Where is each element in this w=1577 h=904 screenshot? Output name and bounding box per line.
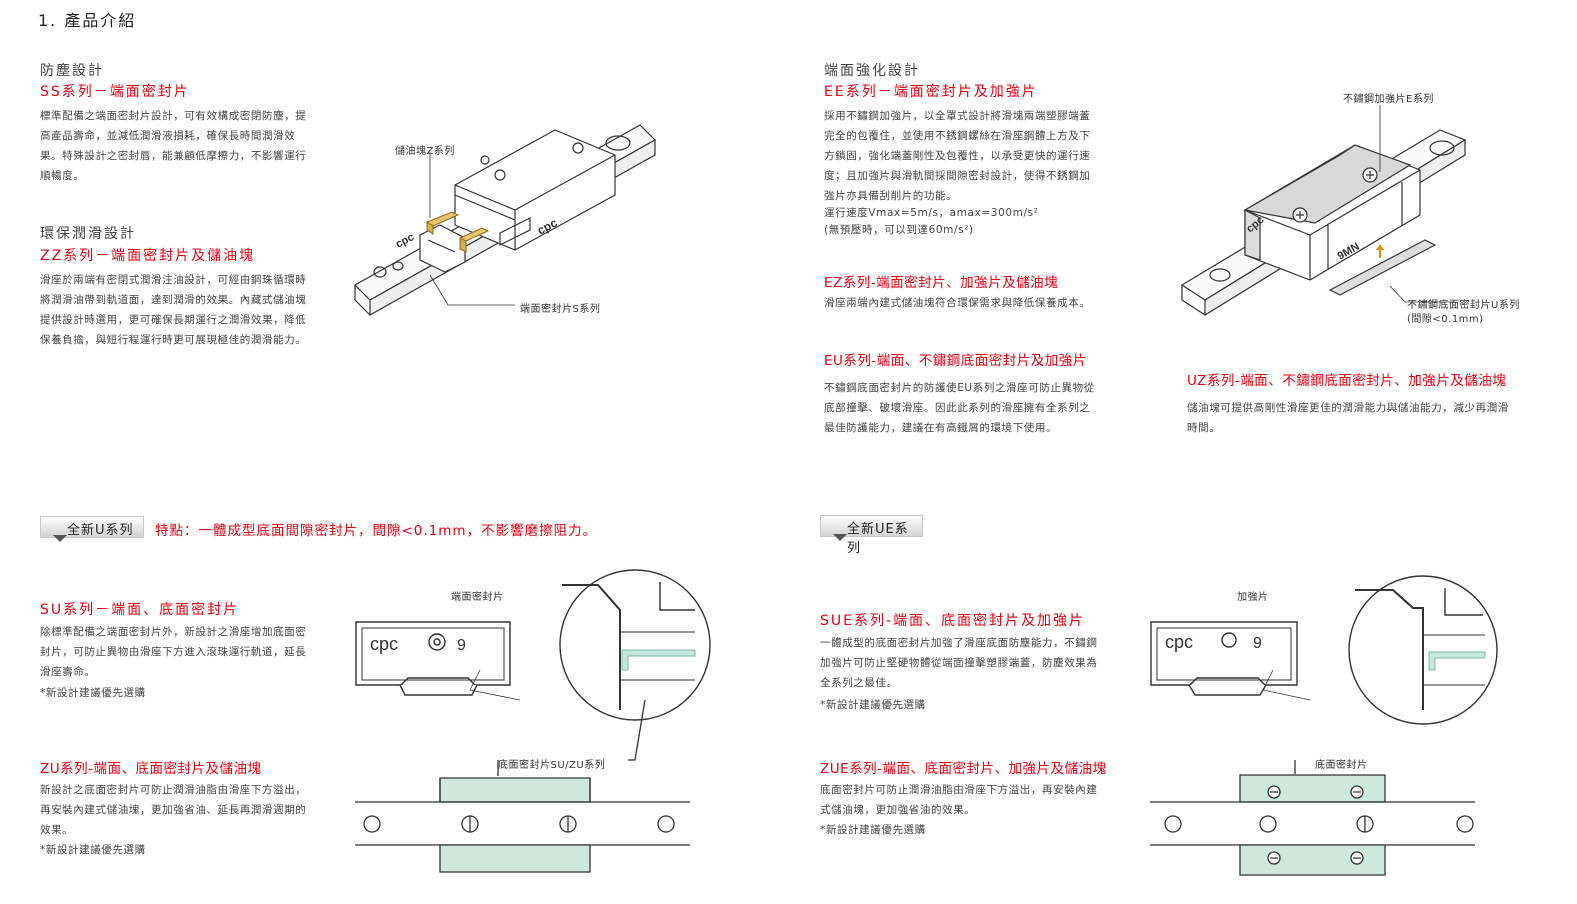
text-ss-description: 標準配備之端面密封片設計，可有效構成密閉防塵，提高產品壽命，並減低潤滑液損耗，確… <box>40 110 307 182</box>
sue-logo-text: cpc <box>1165 632 1193 652</box>
heading-ss-series: SS系列－端面密封片 <box>40 84 190 100</box>
ss-logo-text: cpc <box>394 231 416 251</box>
caption-bottom-seal-u: 不鏽鋼底面密封片U系列 <box>1407 300 1520 311</box>
page-title: 1. 產品介紹 <box>38 11 137 30</box>
sue-zue-diagram: cpc 9 <box>1150 575 1498 876</box>
heading-ee-series: EE系列－端面密封片及加強片 <box>824 84 1038 100</box>
note-su: *新設計建議優先選購 <box>40 687 146 699</box>
caption-plate: 加強片 <box>1237 592 1269 603</box>
heading-zue-series: ZUE系列-端面、底面密封片、加強片及儲油塊 <box>820 761 1107 777</box>
heading-ez-series: EZ系列-端面密封片、加強片及儲油塊 <box>824 275 1059 291</box>
note-sue: *新設計建議優先選購 <box>820 699 926 711</box>
badge-new-ue-series: 全新UE系列 <box>820 515 923 556</box>
su-logo-text: cpc <box>370 634 398 654</box>
caption-end-seal-s: 端面密封片S系列 <box>520 304 601 315</box>
caption-gap: (間隙<0.1mm) <box>1407 314 1484 325</box>
heading-su-series: SU系列－端面、底面密封片 <box>40 602 240 618</box>
ee-block-illustration: cpc 9MN <box>1180 105 1467 317</box>
text-eu-description: 不鏽鋼底面密封片的防護使EU系列之滑座可防止異物從底部撞擊、破壞滑座。因此此系列… <box>824 382 1095 434</box>
text-ez-description: 滑座兩端內建式儲油塊符合環保需求與降低保養成本。 <box>824 297 1091 309</box>
text-ee-description: 採用不鏽鋼加強片，以全罩式設計將滑塊兩端塑膠端蓋完全的包覆住，並使用不銹鋼螺絲在… <box>824 110 1091 202</box>
text-uz-description: 儲油塊可提供高剛性滑座更佳的潤滑能力與儲油能力，減少再潤滑時間。 <box>1187 402 1509 434</box>
note-zu: *新設計建議優先選購 <box>40 844 146 856</box>
heading-uz-series: UZ系列-端面、不鏽鋼底面密封片、加強片及儲油塊 <box>1187 373 1507 389</box>
text-zue-description: 底面密封片可防止潤滑油脂由滑座下方溢出，再安裝內建式儲油塊，更加強省油的效果。 <box>820 784 1098 816</box>
su-zu-diagram: cpc 9 <box>355 569 711 873</box>
caption-oil-block-z: 儲油塊Z系列 <box>395 146 455 157</box>
caption-end-seal: 端面密封片 <box>451 592 504 603</box>
text-speed-note: (無預壓時，可以到達60m/s²) <box>824 224 974 236</box>
heading-zz-series: ZZ系列－端面密封片及儲油塊 <box>40 248 256 264</box>
feature-u-series: 特點：一體成型底面間隙密封片，間隙<0.1mm，不影響磨擦阻力。 <box>155 523 598 539</box>
text-su-description: 除標準配備之端面密封片外，新設計之滑座增加底面密封片，可防止異物由滑座下方進入滾… <box>40 626 307 678</box>
ss-zz-block-illustration: cpc cpc <box>354 124 656 317</box>
heading-zu-series: ZU系列-端面、底面密封片及儲油塊 <box>40 761 262 777</box>
sue-digit-text: 9 <box>1253 635 1262 652</box>
heading-end-reinforce: 端面強化設計 <box>824 63 920 79</box>
text-zu-description: 新設計之底面密封片可防止潤滑油脂由滑座下方溢出，再安裝內建式儲油塊，更加強省油、… <box>40 784 307 836</box>
text-sue-description: 一體成型的底面密封片加強了滑座底面防塵能力，不鏽鋼加強片可防止堅硬物體從端面撞擊… <box>820 637 1098 689</box>
caption-plate-e: 不鏽鋼加強片E系列 <box>1343 94 1434 105</box>
heading-dust-proof: 防塵設計 <box>40 63 104 79</box>
text-speed-spec: 運行速度Vmax=5m/s，amax=300m/s² <box>824 207 1039 219</box>
caption-bottom-seal: 底面密封片 <box>1315 760 1368 771</box>
badge-new-u-series: 全新U系列 <box>40 516 144 542</box>
note-zue: *新設計建議優先選購 <box>820 824 926 836</box>
heading-sue-series: SUE系列-端面、底面密封片及加強片 <box>820 613 1086 629</box>
su-digit-text: 9 <box>457 637 466 654</box>
heading-eco-lubrication: 環保潤滑設計 <box>40 226 136 242</box>
text-zz-description: 滑座於兩端有密閉式潤滑注油設計，可經由鋼珠循環時將潤滑油帶到軌道面，達到潤滑的效… <box>40 274 307 346</box>
heading-eu-series: EU系列-端面、不鏽鋼底面密封片及加強片 <box>824 353 1087 369</box>
caption-bottom-seal-su-zu: 底面密封片SU/ZU系列 <box>498 760 606 771</box>
